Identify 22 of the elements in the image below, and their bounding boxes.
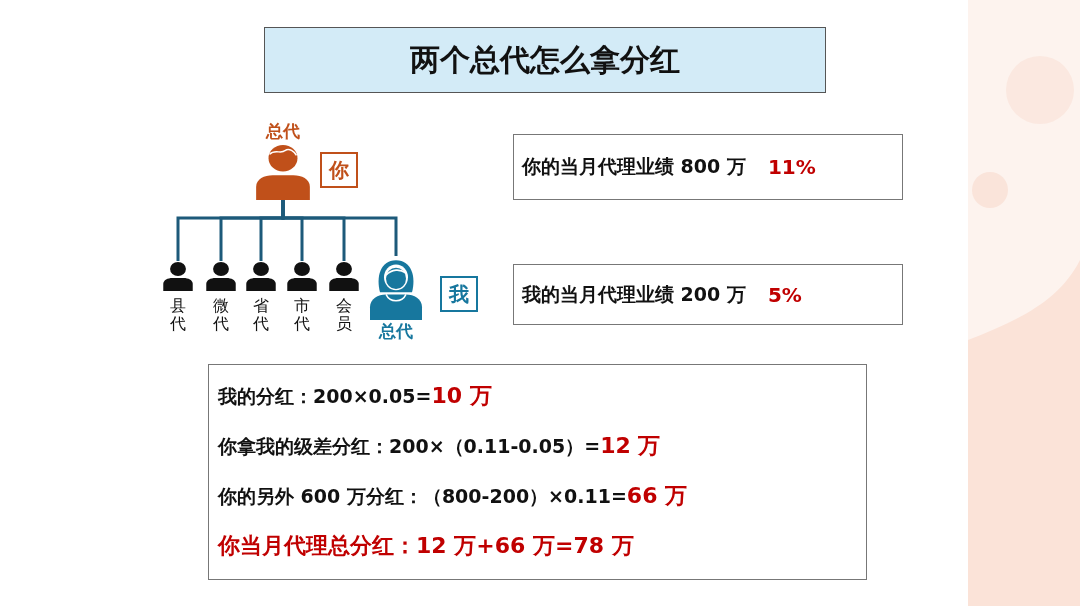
calculation-box [208, 364, 867, 580]
info-box [513, 134, 903, 200]
label-tag: 你 [320, 152, 358, 188]
title-banner: 两个总代怎么拿分红 [264, 27, 826, 93]
role-label: 总代 [264, 120, 301, 143]
rate-text: 5% [767, 282, 802, 307]
performance-text: 你的当月代理业绩 800 万 [522, 154, 746, 179]
calculation-line: 你当月代理总分红：12 万+66 万=78 万 [218, 532, 634, 560]
calculation-line: 你的另外 600 万分红：（800-200）×0.11=66 万 [218, 482, 688, 510]
role-label: 市代 [294, 297, 310, 333]
info-box [513, 264, 903, 325]
hierarchy-connector [281, 200, 398, 256]
role-label: 微代 [213, 297, 229, 333]
calculation-line: 我的分红：200×0.05=10 万 [218, 382, 492, 410]
label-tag: 我 [440, 276, 478, 312]
role-label: 总代 [377, 320, 414, 343]
role-label: 县代 [170, 297, 186, 333]
performance-text: 我的当月代理业绩 200 万 [522, 281, 746, 307]
calculation-line: 你拿我的级差分红：200×（0.11-0.05）=12 万 [218, 432, 661, 460]
role-label: 省代 [253, 297, 269, 333]
role-label: 会员 [336, 297, 352, 333]
rate-text: 11% [767, 155, 816, 179]
